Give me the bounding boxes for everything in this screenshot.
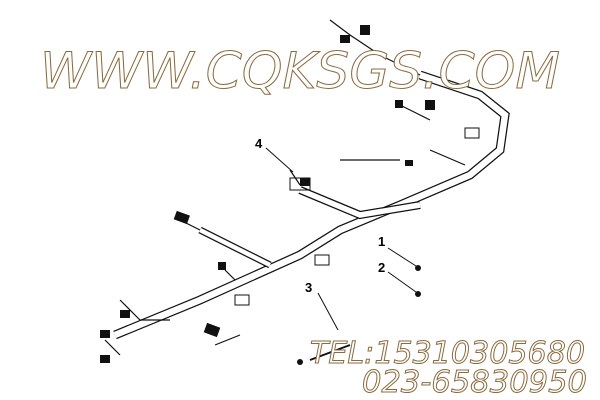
watermark-site: WWW.CQKSGS.COM: [40, 42, 560, 100]
leader-lines: [265, 147, 417, 331]
mounting-brackets: [234, 127, 480, 306]
main-harness-tube: [113, 70, 510, 340]
callout-1: 1: [378, 234, 385, 249]
watermark-tel: TEL:15310305680: [310, 336, 585, 371]
callout-4: 4: [255, 136, 263, 151]
connectors: [100, 25, 435, 365]
watermark-phone: 023-65830950: [362, 365, 587, 400]
callout-2: 2: [378, 260, 385, 275]
harness-tubes: [104, 19, 510, 361]
callout-3: 3: [305, 280, 312, 295]
